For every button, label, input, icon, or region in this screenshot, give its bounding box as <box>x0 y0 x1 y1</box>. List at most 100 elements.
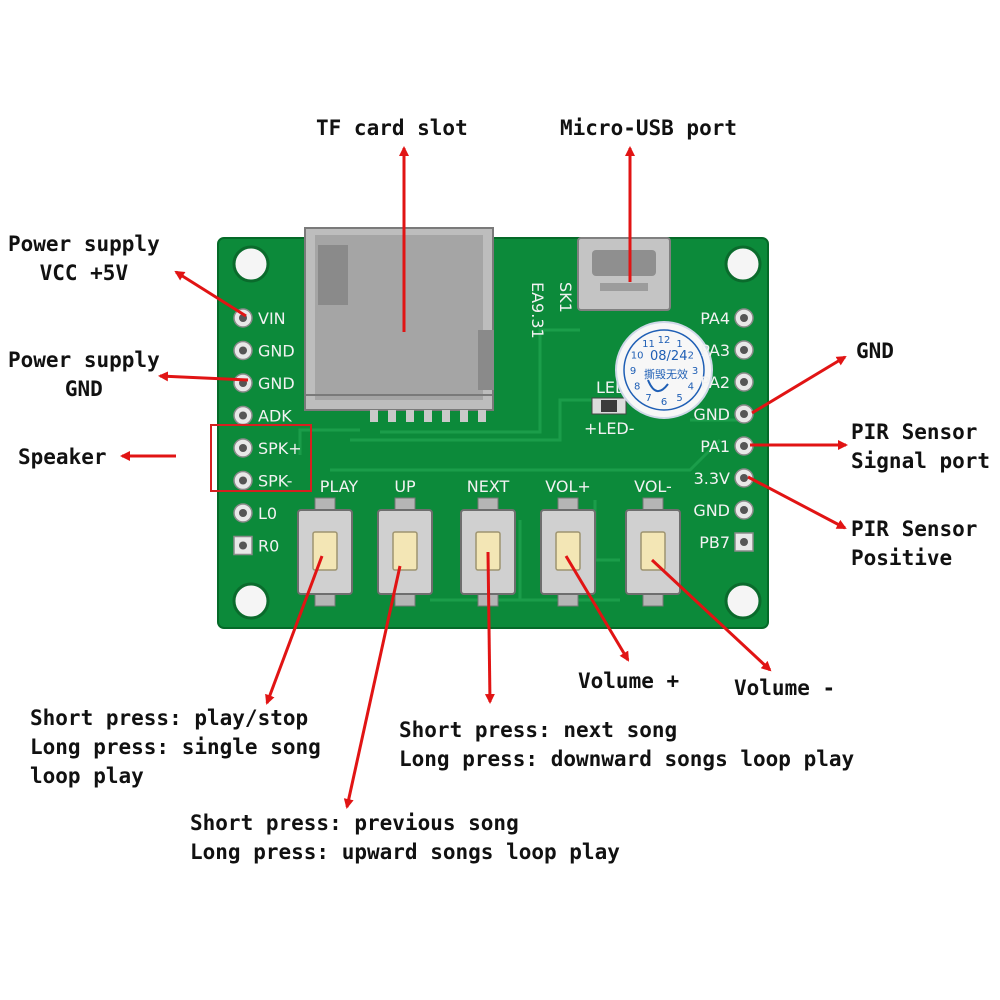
arrow-pir-positive <box>747 475 847 530</box>
arrow-next <box>484 551 495 704</box>
tf-card-slot <box>304 227 494 422</box>
left-pin-label: SPK- <box>258 472 292 491</box>
pir-positive-label-line1: PIR Sensor <box>851 517 978 541</box>
stamp-number: 2 <box>688 351 694 362</box>
power-gnd-label: Power supply GND <box>8 346 160 404</box>
pir-signal-label-line1: PIR Sensor <box>851 420 978 444</box>
next-description: Short press: next song Long press: downw… <box>399 716 854 774</box>
button-label: NEXT <box>467 477 510 496</box>
right-pin-label: 3.3V <box>694 469 730 488</box>
arrow-vol-plus <box>564 555 630 662</box>
right-pin-label: PB7 <box>699 533 730 552</box>
right-pin-hole-0 <box>740 314 748 322</box>
button-cap <box>640 531 666 571</box>
arrow-up <box>343 565 402 809</box>
right-pin-hole-2 <box>740 378 748 386</box>
arrow-power-gnd <box>158 371 249 382</box>
prev-description-line2: Long press: upward songs loop play <box>190 840 620 864</box>
gnd-right-label: GND <box>856 339 894 363</box>
stamp-chars: 撕毁无效 <box>644 367 688 381</box>
left-pin-hole-4 <box>239 444 247 452</box>
left-pin-label: GND <box>258 342 295 361</box>
button-label: VOL+ <box>545 477 591 496</box>
play-description-line3: loop play <box>30 764 144 788</box>
stamp-number: 7 <box>645 393 651 404</box>
button-cap <box>312 531 338 571</box>
tf-slot-label: TF card slot <box>316 116 468 140</box>
right-pin-hole-4 <box>740 442 748 450</box>
vcc-label: Power supply VCC +5V <box>8 230 160 288</box>
ref-label: SK1 <box>556 282 575 313</box>
power-gnd-label-line1: Power supply <box>8 348 160 372</box>
left-pin-label: SPK+ <box>258 439 302 458</box>
left-pin-hole-1 <box>239 346 247 355</box>
right-pin-label: PA4 <box>700 309 730 328</box>
pir-positive-label-line2: Positive <box>851 546 953 570</box>
left-pin-label: R0 <box>258 537 279 556</box>
pir-positive-label: PIR Sensor Positive <box>851 515 977 573</box>
pir-signal-label-line2: Signal port <box>851 449 991 473</box>
right-pin-hole-3 <box>740 410 748 418</box>
left-pin-hole-5 <box>239 476 247 485</box>
stamp-number: 4 <box>688 382 694 393</box>
play-description: Short press: play/stop Long press: singl… <box>30 704 321 791</box>
mounting-holes <box>232 245 762 620</box>
button-up[interactable]: UP <box>377 477 433 607</box>
left-pin-label: GND <box>258 374 295 393</box>
left-pin-label: L0 <box>258 504 277 523</box>
led-ref-label: +LED- <box>584 419 635 438</box>
stamp-number: 1 <box>676 339 682 350</box>
micro-usb-port <box>577 237 671 311</box>
right-pin-hole-7 <box>740 538 748 546</box>
arrow-gnd-right <box>751 355 847 415</box>
play-description-line2: Long press: single song <box>30 735 321 759</box>
usb-port-label: Micro-USB port <box>560 116 738 140</box>
next-description-line1: Short press: next song <box>399 718 678 742</box>
pcb-traces <box>298 328 747 602</box>
right-pin-label: PA3 <box>700 341 730 360</box>
right-pin-hole-5 <box>740 474 748 482</box>
stamp-number: 6 <box>661 397 667 408</box>
arrow-vcc <box>174 270 247 318</box>
vcc-label-line1: Power supply <box>8 232 160 256</box>
volume-plus-label: Volume + <box>578 669 680 693</box>
stamp-number: 10 <box>631 351 644 362</box>
pir-signal-label: PIR Sensor Signal port <box>851 418 990 476</box>
stamp-number: 5 <box>676 393 682 404</box>
prev-description: Short press: previous song Long press: u… <box>190 809 620 867</box>
stamp-date: 08/24 <box>650 349 687 364</box>
prev-description-line1: Short press: previous song <box>190 811 519 835</box>
left-pin-hole-6 <box>239 509 247 517</box>
vcc-label-line2: VCC +5V <box>39 261 129 285</box>
button-cap <box>555 531 581 571</box>
right-pin-hole-6 <box>740 506 748 514</box>
next-description-line2: Long press: downward songs loop play <box>399 747 855 771</box>
right-pin-label: GND <box>693 405 730 424</box>
button-cap <box>392 531 418 571</box>
right-pin-hole-1 <box>740 346 748 354</box>
button-vol[interactable]: VOL+ <box>540 477 596 607</box>
right-pin-label: GND <box>693 501 730 520</box>
speaker-label: Speaker <box>18 445 107 469</box>
left-pin-hole-7 <box>239 541 247 550</box>
model-label: EA9.31 <box>528 282 547 339</box>
right-pin-label: PA2 <box>700 373 730 392</box>
left-pin-hole-3 <box>239 411 247 420</box>
callout-arrows <box>120 146 848 809</box>
left-pin-label: ADK <box>258 407 292 426</box>
arrow-vol-minus <box>650 558 772 672</box>
speaker-highlight-box <box>210 424 312 492</box>
button-label: UP <box>394 477 416 496</box>
button-label: PLAY <box>320 477 359 496</box>
stamp-number: 12 <box>658 335 671 346</box>
volume-minus-label: Volume - <box>734 676 836 700</box>
left-pin-label: VIN <box>258 309 286 328</box>
button-label: VOL- <box>634 477 672 496</box>
stamp-number: 3 <box>692 366 698 377</box>
power-gnd-label-line2: GND <box>64 377 103 401</box>
stamp-number: 9 <box>630 366 636 377</box>
stamp-number: 8 <box>634 382 640 393</box>
arrow-play <box>265 555 324 705</box>
